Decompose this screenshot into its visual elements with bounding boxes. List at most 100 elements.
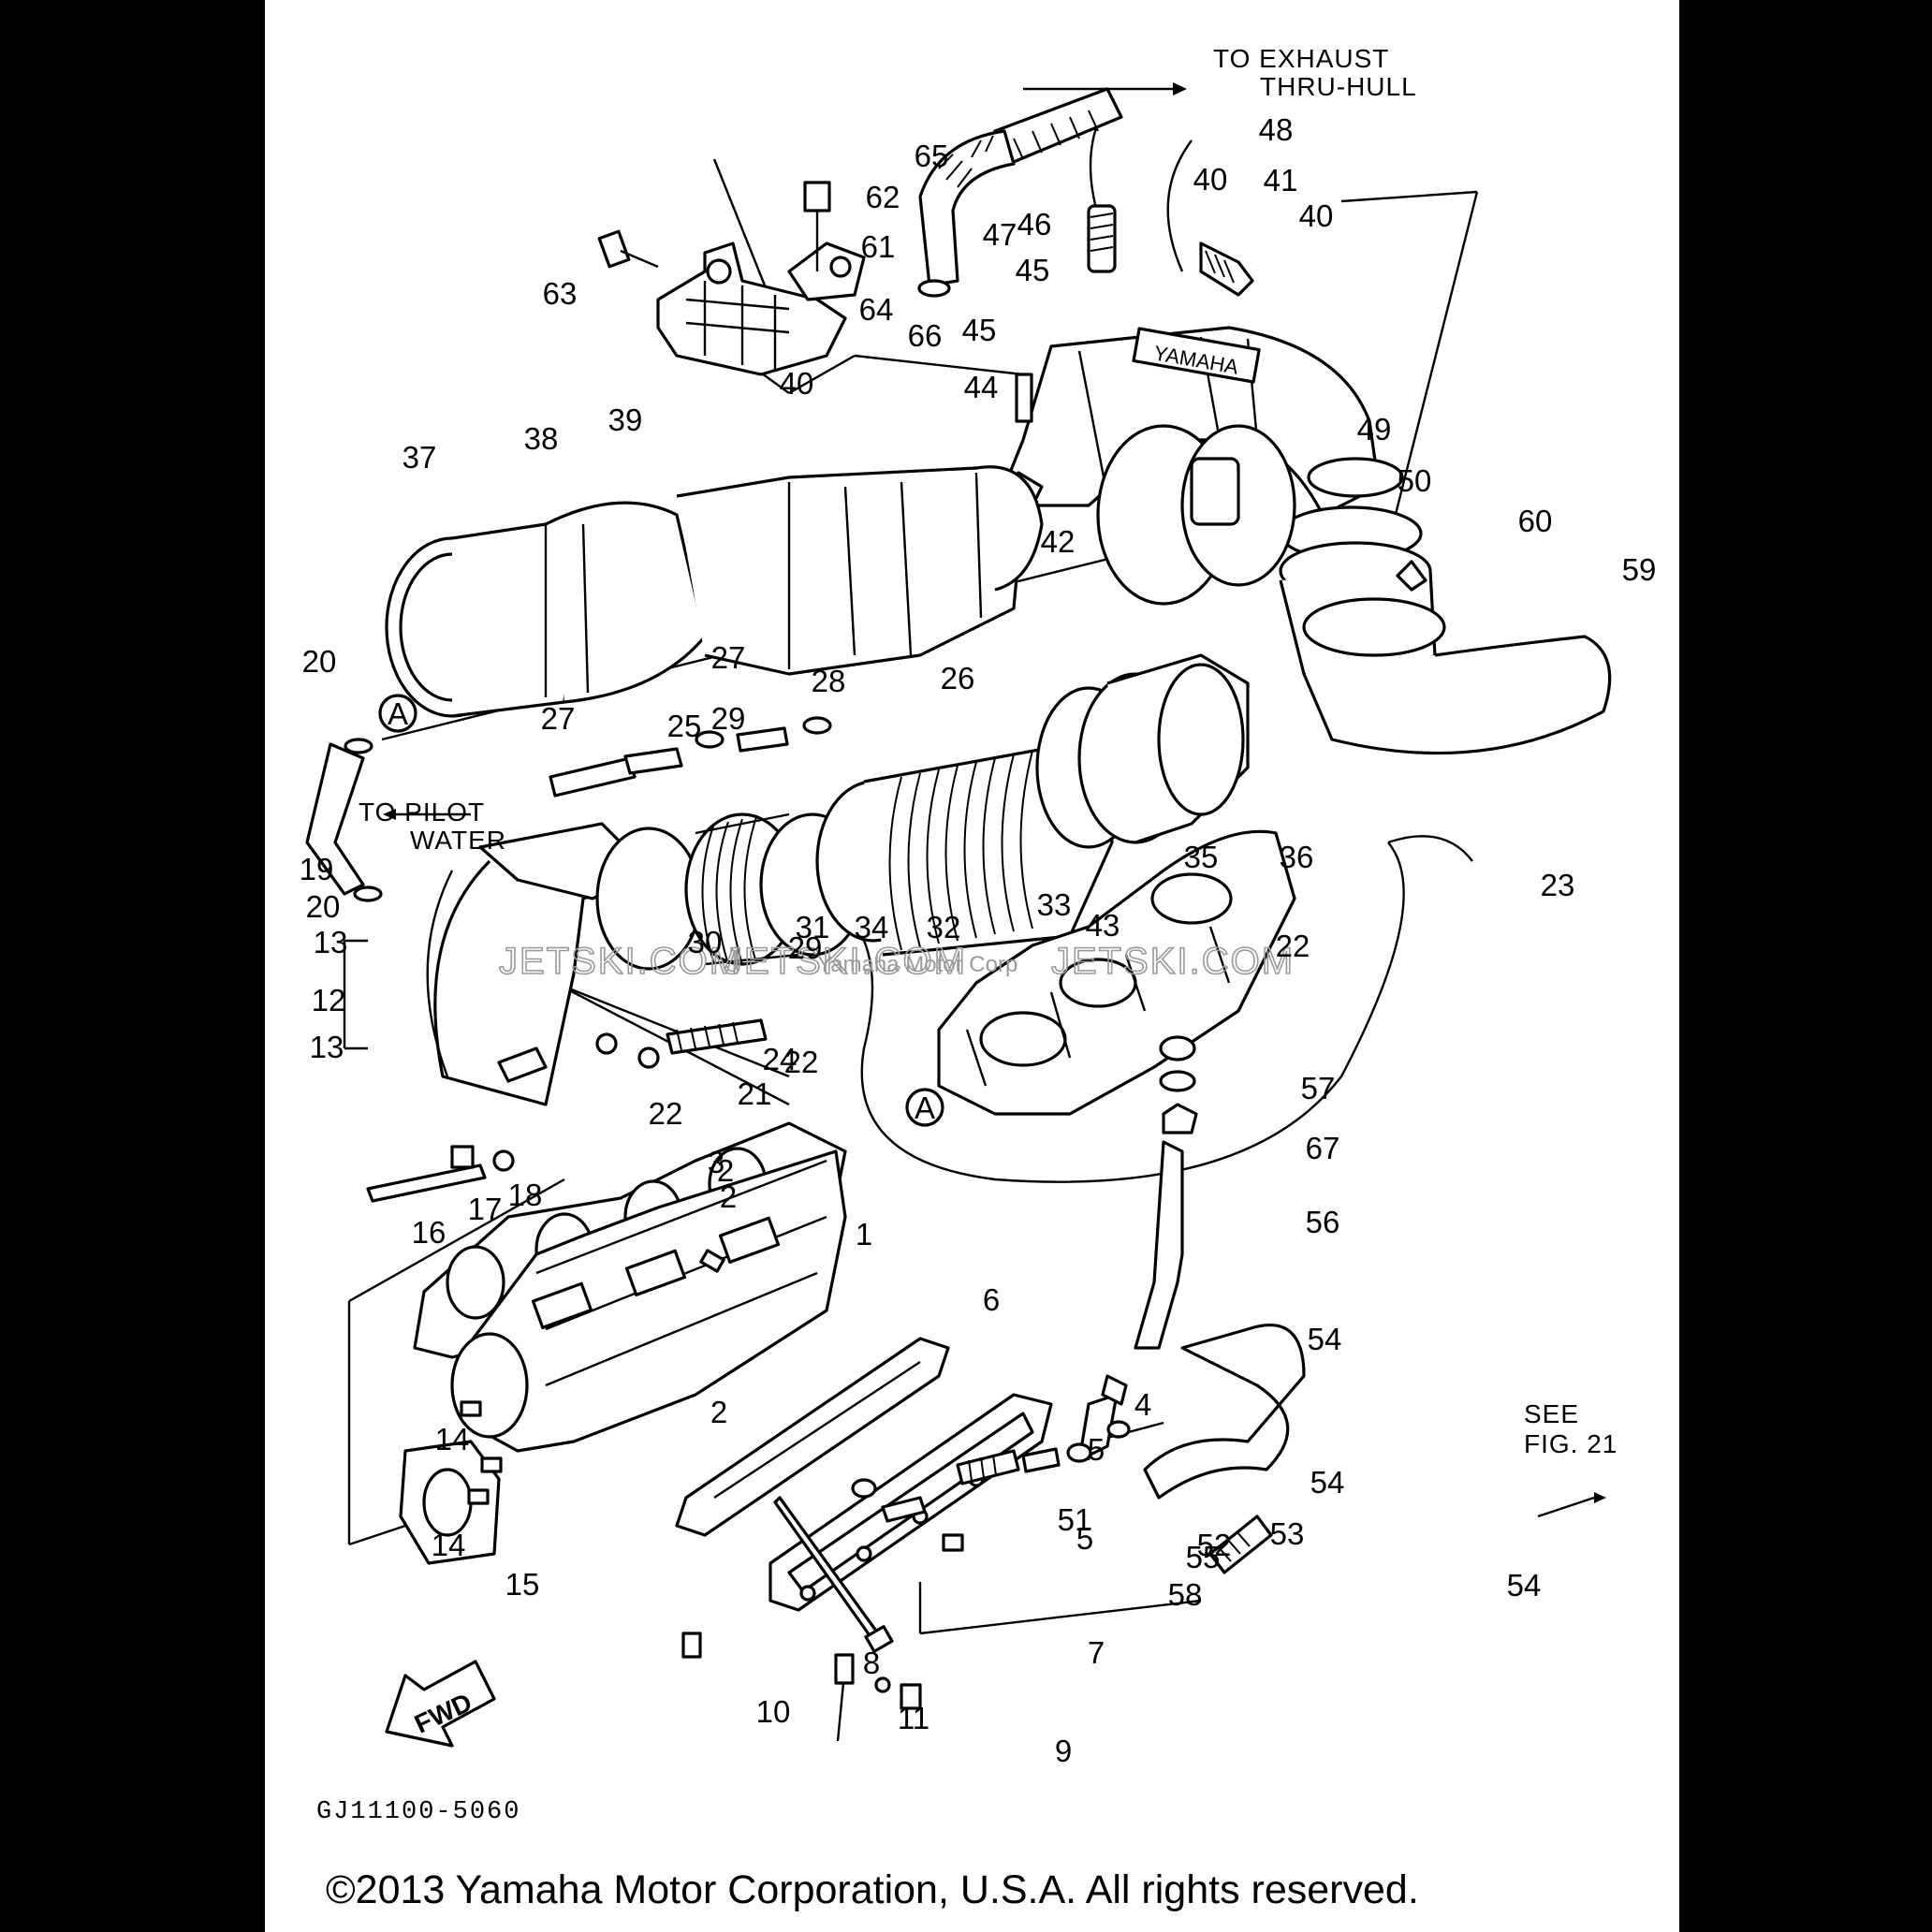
ref-a-lower: A bbox=[915, 1090, 935, 1125]
callout-52: 52 bbox=[1197, 1528, 1232, 1562]
callout-25: 25 bbox=[667, 709, 702, 743]
note-see-2: FIG. 21 bbox=[1524, 1429, 1617, 1458]
note-pilot-2: WATER bbox=[410, 826, 506, 855]
callout-12: 12 bbox=[312, 983, 346, 1017]
note-exhaust-2: THRU-HULL bbox=[1260, 72, 1417, 101]
callout-59: 59 bbox=[1622, 552, 1657, 587]
callout-16: 16 bbox=[412, 1215, 446, 1250]
callout-47: 47 bbox=[983, 217, 1017, 252]
callout-29: 29 bbox=[788, 930, 823, 965]
callout-53: 53 bbox=[1270, 1516, 1305, 1551]
callout-22: 22 bbox=[784, 1045, 819, 1079]
callout-5: 5 bbox=[1076, 1521, 1093, 1556]
expansion-chamber bbox=[426, 653, 1250, 1106]
callout-20: 20 bbox=[302, 644, 337, 679]
note-exhaust-1: TO EXHAUST bbox=[1213, 44, 1389, 73]
callout-54: 54 bbox=[1308, 1322, 1342, 1356]
callout-3: 3 bbox=[708, 1145, 724, 1179]
rubber-joint-hose bbox=[1279, 505, 1612, 755]
callout-23: 23 bbox=[1541, 868, 1575, 902]
callout-43: 43 bbox=[1086, 908, 1120, 943]
note-see-1: SEE bbox=[1524, 1399, 1579, 1428]
bolts-lower bbox=[681, 1496, 922, 1742]
callout-48: 48 bbox=[1259, 112, 1294, 147]
callout-9: 9 bbox=[1055, 1734, 1072, 1768]
watermark-right: JETSKI.COM bbox=[1051, 941, 1295, 982]
pilot-water-fitting bbox=[366, 1018, 768, 1203]
callout-56: 56 bbox=[1306, 1205, 1340, 1239]
callout-38: 38 bbox=[524, 421, 559, 456]
callout-2: 2 bbox=[720, 1179, 737, 1214]
reference-markers: A A bbox=[378, 694, 944, 1127]
exploded-parts-diagram: YAMAHA bbox=[300, 44, 1657, 1912]
callout-7: 7 bbox=[1088, 1635, 1105, 1670]
callout-62: 62 bbox=[866, 180, 900, 214]
callout-10: 10 bbox=[756, 1694, 791, 1729]
callout-65: 65 bbox=[915, 139, 949, 173]
callout-54: 54 bbox=[1507, 1568, 1542, 1603]
callout-24: 24 bbox=[763, 1042, 798, 1076]
callout-57: 57 bbox=[1301, 1071, 1336, 1105]
callout-67: 67 bbox=[1306, 1131, 1340, 1165]
callout-27: 27 bbox=[711, 640, 746, 675]
callout-35: 35 bbox=[1184, 840, 1219, 874]
water-hoses bbox=[305, 716, 832, 902]
callout-22: 22 bbox=[1276, 929, 1310, 963]
callout-37: 37 bbox=[402, 440, 437, 475]
callout-31: 31 bbox=[796, 910, 830, 944]
callout-8: 8 bbox=[863, 1646, 880, 1680]
callout-11: 11 bbox=[898, 1701, 929, 1735]
callout-6: 6 bbox=[983, 1282, 1000, 1317]
engine-mount-bracket bbox=[597, 181, 866, 376]
callout-14: 14 bbox=[435, 1422, 470, 1456]
callout-45: 45 bbox=[962, 313, 997, 347]
callout-4: 4 bbox=[1134, 1387, 1151, 1422]
callout-66: 66 bbox=[908, 318, 943, 353]
callout-27: 27 bbox=[541, 701, 576, 736]
callout-1: 1 bbox=[856, 1217, 872, 1251]
exhaust-chamber-front bbox=[385, 424, 1296, 718]
callout-60: 60 bbox=[1518, 504, 1553, 538]
callout-44: 44 bbox=[964, 370, 999, 404]
callout-2: 2 bbox=[710, 1395, 727, 1429]
callout-29: 29 bbox=[711, 701, 746, 736]
diagram-sheet: YAMAHA bbox=[265, 0, 1679, 1932]
callout-63: 63 bbox=[543, 276, 578, 311]
callout-30: 30 bbox=[688, 925, 723, 959]
callout-58: 58 bbox=[1168, 1577, 1203, 1612]
callout-33: 33 bbox=[1037, 887, 1072, 922]
callout-21: 21 bbox=[738, 1076, 772, 1111]
callout-51: 51 bbox=[1058, 1502, 1092, 1537]
exhaust-manifold bbox=[399, 1121, 847, 1565]
callout-13: 13 bbox=[310, 1030, 344, 1064]
callout-13: 13 bbox=[314, 925, 348, 959]
callout-50: 50 bbox=[1398, 463, 1432, 498]
callout-46: 46 bbox=[1017, 207, 1052, 242]
cooling-hoses bbox=[851, 1035, 1306, 1574]
callout-17: 17 bbox=[468, 1192, 503, 1226]
watermark-mid: JETSKI.COM bbox=[724, 941, 967, 982]
callout-55: 55 bbox=[1186, 1540, 1221, 1574]
callout-64: 64 bbox=[859, 292, 894, 327]
callout-40: 40 bbox=[1193, 162, 1228, 197]
callout-39: 39 bbox=[608, 402, 643, 437]
callout-49: 49 bbox=[1357, 412, 1392, 446]
exhaust-elbow: YAMAHA bbox=[1003, 326, 1404, 517]
callout-15: 15 bbox=[505, 1567, 540, 1602]
callout-61: 61 bbox=[861, 229, 896, 264]
callout-42: 42 bbox=[1041, 524, 1076, 559]
callout-54: 54 bbox=[1310, 1465, 1345, 1500]
watermark-left: JETSKI.COM bbox=[499, 941, 742, 982]
callout-19: 19 bbox=[300, 852, 334, 886]
callout-45: 45 bbox=[1016, 253, 1050, 287]
callout-20: 20 bbox=[306, 889, 341, 924]
callout-22: 22 bbox=[649, 1096, 683, 1131]
callout-2: 2 bbox=[717, 1153, 734, 1188]
callout-32: 32 bbox=[927, 910, 961, 944]
callout-26: 26 bbox=[941, 661, 975, 695]
callout-14: 14 bbox=[432, 1528, 466, 1562]
fwd-arrow-icon: FWD bbox=[385, 1660, 496, 1748]
note-pilot-1: TO PILOT bbox=[359, 798, 485, 827]
callout-40: 40 bbox=[1299, 198, 1334, 233]
